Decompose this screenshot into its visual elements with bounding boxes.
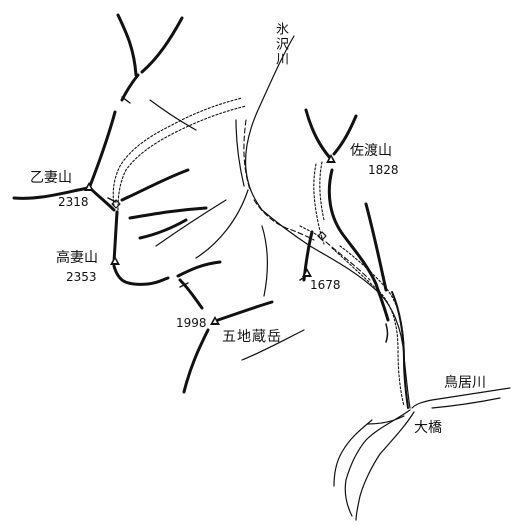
river-hisawagawa — [245, 35, 295, 211]
ridge-sadoyama-south — [327, 168, 390, 322]
thin-ridge-c — [155, 199, 227, 247]
peak-gojizodake-name: 五地蔵岳 — [222, 329, 282, 345]
ridge-east-spur — [364, 202, 388, 292]
route-dashed-upper — [243, 119, 251, 191]
peak-takatsumayama-elevation: 2353 — [66, 270, 97, 284]
place-ohashi-label: 大橋 — [414, 420, 442, 436]
ridge-north-left — [116, 13, 138, 77]
junction-mark-b — [111, 199, 121, 209]
ridge-otomeyama-west — [12, 186, 90, 200]
ridge-sadoyama-north — [304, 108, 332, 160]
peak-otomeyama-elevation: 2318 — [58, 195, 89, 209]
ridge-to-gojizo-b — [178, 278, 204, 310]
river-main — [261, 209, 411, 409]
ridge-takatsuma-south — [112, 264, 170, 286]
peak-takatsumayama-name: 高妻山 — [56, 250, 98, 266]
spur-2 — [128, 206, 208, 220]
tick-north — [121, 96, 131, 104]
river-toriigawa — [411, 387, 511, 409]
route-wavy-sado — [313, 163, 325, 245]
river-toriigawa-b — [431, 397, 501, 409]
tick-gojizo — [179, 282, 189, 288]
ridge-sadoyama-northeast — [332, 114, 358, 156]
thin-ridge-d — [195, 189, 249, 259]
river-toriigawa-label: 鳥居川 — [444, 375, 486, 391]
ridge-gojizo-south — [182, 328, 210, 394]
river-downstream-b — [355, 411, 415, 521]
peak-otomeyama-name: 乙妻山 — [30, 170, 72, 186]
junction-mark-a — [317, 231, 327, 241]
peak-1678-marker — [302, 268, 312, 277]
bank-line-b — [385, 323, 389, 343]
ridge-to-otomeyama — [88, 110, 117, 188]
peak-gojizodake-elevation: 1998 — [176, 316, 207, 330]
route-wavy-sado-2 — [319, 161, 325, 221]
river-trib-south — [333, 419, 373, 487]
peak-1678-elevation: 1678 — [310, 278, 341, 292]
ridge-main-descent — [120, 73, 140, 102]
ridge-to-takatsuma — [112, 210, 119, 264]
route-wavy-otome-2 — [117, 105, 247, 211]
peak-sadoyama-marker — [326, 154, 336, 163]
thin-ridge-a — [149, 99, 197, 131]
peak-sadoyama-name: 佐渡山 — [350, 143, 392, 159]
route-wavy-river — [331, 247, 405, 407]
ridge-north-right — [140, 16, 184, 74]
river-downstream-c — [367, 415, 405, 425]
thin-ridge-f — [241, 329, 305, 361]
ridge-to-gojizo-a — [176, 260, 222, 278]
ridge-gojizo-east — [216, 300, 274, 322]
river-downstream-a — [344, 409, 411, 517]
route-dashed-east — [325, 241, 371, 281]
peak-gojizodake-marker — [210, 316, 220, 325]
peak-sadoyama-elevation: 1828 — [368, 163, 399, 177]
peak-otomeyama-marker — [84, 182, 94, 191]
route-wavy-otome — [112, 97, 243, 207]
route-wavy-lower — [299, 225, 323, 239]
thin-ridge-b — [235, 119, 245, 187]
river-hisawagawa-label: 氷沢川 — [273, 22, 288, 67]
spur-1 — [120, 168, 190, 202]
spur-3 — [138, 218, 188, 240]
thin-ridge-e — [261, 225, 269, 297]
peak-takatsumayama-marker — [110, 256, 120, 265]
route-dashed-mid — [253, 199, 315, 241]
bank-line-a — [391, 291, 409, 409]
